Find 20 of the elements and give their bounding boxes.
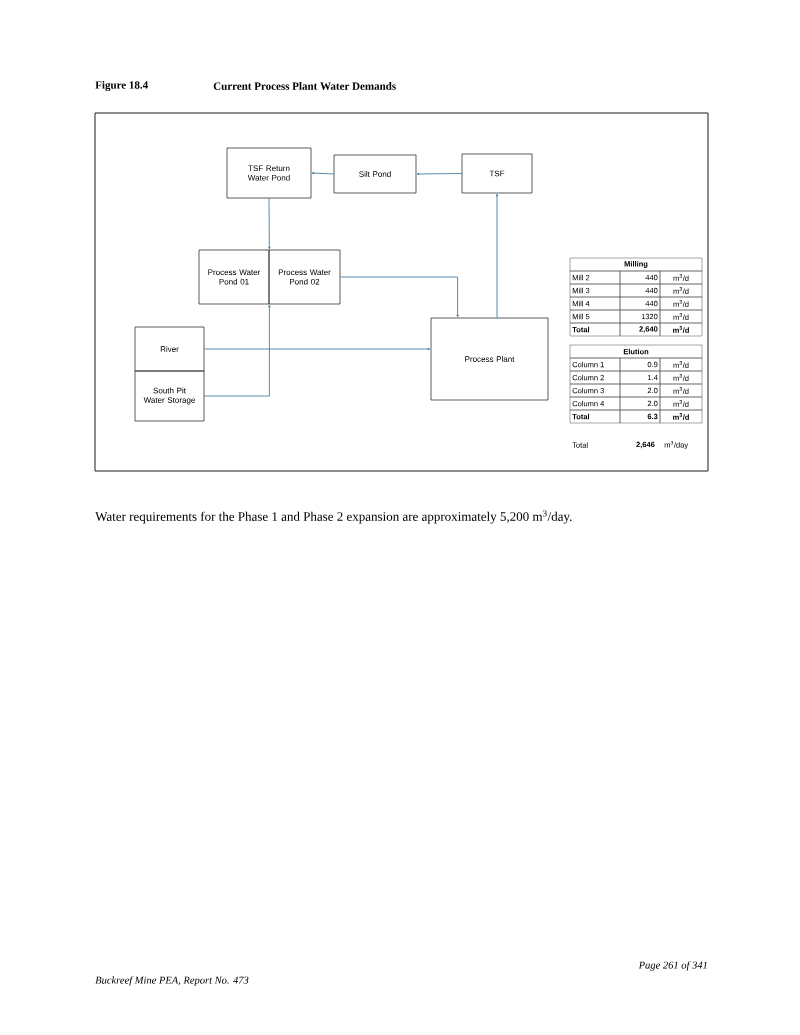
process-box: TSF Return Water Pond [226,147,312,199]
arrow [204,304,271,397]
arrow [340,276,459,318]
arrow [416,172,462,176]
process-box: Process Water Pond 02 [268,249,341,305]
process-box: South Pit Water Storage [134,370,205,422]
process-box: TSF [461,153,533,194]
process-box: Silt Pond [333,154,417,194]
arrow [268,198,271,250]
arrow [311,172,334,175]
process-box: River [134,326,205,372]
footer-text: Buckreef Mine PEA, Report No. 473 [95,976,249,986]
body-text: Water requirements for the Phase 1 and Phase 2 expansion are approximately 5,200 m$^{3}$/day. [95,510,572,524]
process-box: Process Water Pond 01 [198,249,270,305]
figure-title: Current Process Plant Water Demands [213,82,396,90]
figure-number: Figure 18.4 [95,81,148,92]
arrow [204,347,431,351]
process-box: Process Plant [430,317,549,401]
arrow [495,193,499,318]
page-number: Page 261 of 341 [638,961,707,971]
